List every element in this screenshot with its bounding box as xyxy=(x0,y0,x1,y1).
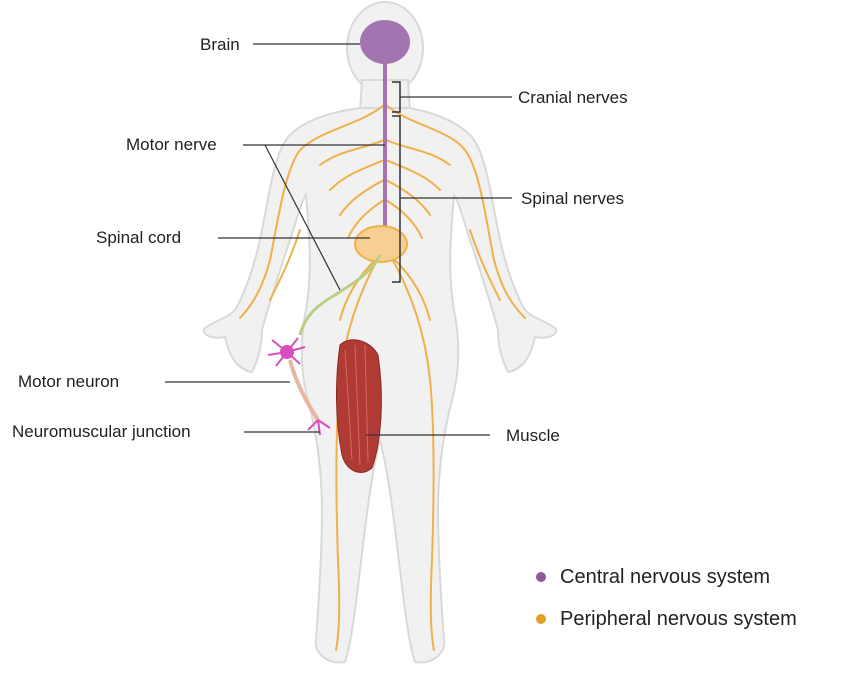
muscle-shape xyxy=(336,340,381,473)
brain-label: Brain xyxy=(200,36,240,53)
motor-neuron-label: Motor neuron xyxy=(18,373,119,390)
central-legend-label: Central nervous system xyxy=(560,567,770,587)
muscle-label: Muscle xyxy=(506,427,560,444)
cranial-nerves-label: Cranial nerves xyxy=(518,89,628,106)
motor-nerve-label: Motor nerve xyxy=(126,136,217,153)
peripheral-legend-marker xyxy=(536,614,546,624)
spinal-plexus xyxy=(355,226,407,262)
central-legend-marker xyxy=(536,572,546,582)
peripheral-legend-label: Peripheral nervous system xyxy=(560,609,797,629)
brain-shape xyxy=(360,20,410,64)
neuromuscular-junction-label: Neuromuscular junction xyxy=(12,423,191,440)
body-silhouette xyxy=(204,2,557,663)
spinal-nerves-label: Spinal nerves xyxy=(521,190,624,207)
spinal-cord-label: Spinal cord xyxy=(96,229,181,246)
